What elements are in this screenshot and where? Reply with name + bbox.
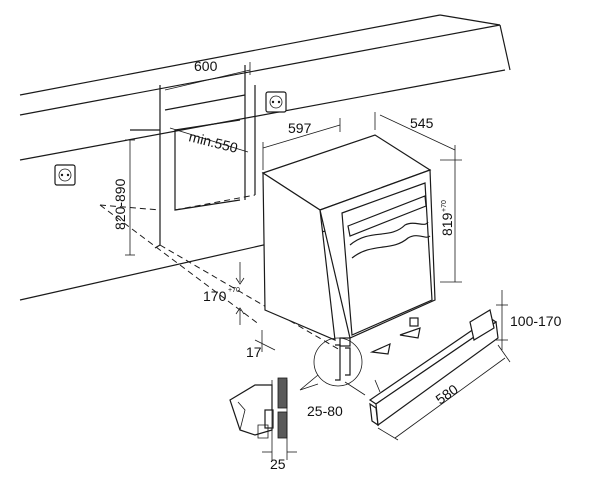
label-appliance-height-sup: +70 [441, 200, 448, 212]
plinth [368, 309, 499, 427]
dimension-lines [125, 62, 511, 441]
label-niche-height: 820-890 [112, 178, 128, 230]
section-detail [229, 377, 297, 460]
label-socket-gap-sup: +70 [228, 287, 240, 294]
label-appliance-height: 819 [439, 212, 455, 236]
label-niche-depth: min.550 [187, 128, 239, 156]
label-appliance-width: 597 [288, 120, 312, 136]
appliance [261, 134, 436, 355]
power-socket-icon [265, 91, 287, 113]
detail-callout [299, 337, 363, 391]
label-plinth-height: 100-170 [510, 313, 562, 329]
label-appliance-depth: 545 [410, 115, 434, 131]
power-socket-icon [54, 164, 76, 186]
label-socket-gap: 170 [203, 288, 227, 304]
niche [99, 65, 341, 351]
label-plinth-length: 580 [433, 381, 461, 408]
label-door-offset: 17 [246, 344, 262, 360]
label-cabinet-width: 600 [194, 58, 218, 74]
label-detail-width: 25 [270, 456, 286, 472]
label-plinth-setback: 25-80 [307, 403, 343, 419]
worktop [19, 14, 511, 301]
